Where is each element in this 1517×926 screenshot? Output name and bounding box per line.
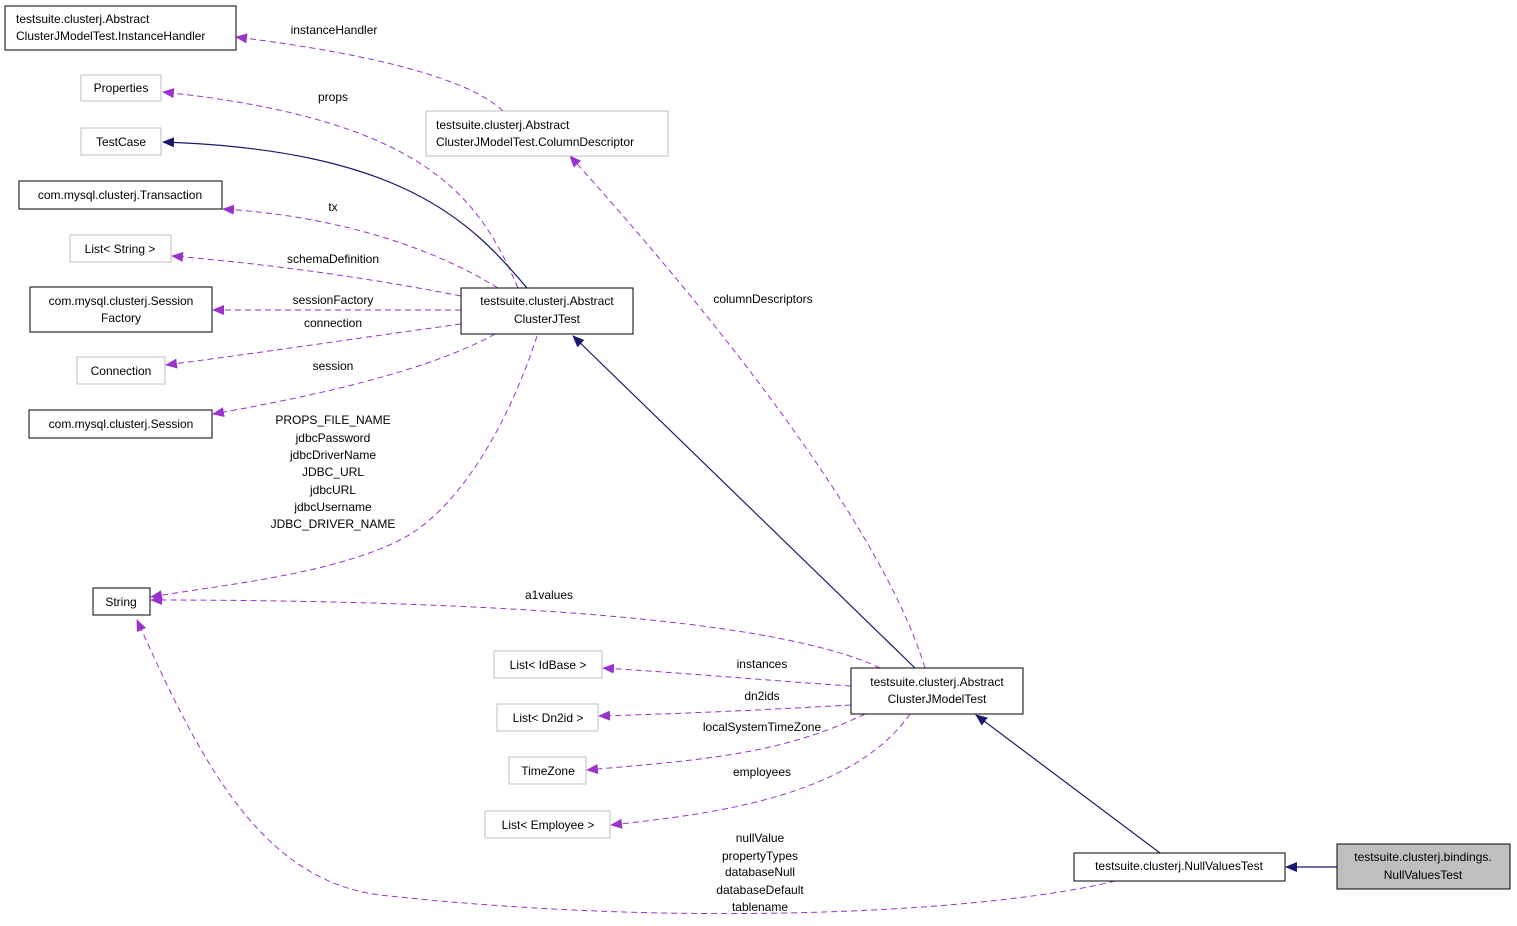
- edge-tx: [222, 204, 499, 289]
- edge-label-string-field: JDBC_URL: [302, 465, 364, 479]
- node-label: String: [105, 595, 136, 609]
- edge-null-values-fields: [136, 619, 1116, 915]
- edge-label-null-values-field: nullValue: [736, 831, 785, 845]
- node-label: List< IdBase >: [510, 658, 587, 672]
- edge-label-employees: employees: [733, 765, 791, 779]
- node-label: testsuite.clusterj.bindings.: [1354, 850, 1491, 864]
- node-timezone[interactable]: TimeZone: [508, 756, 587, 785]
- node-label: ClusterJModelTest.ColumnDescriptor: [436, 135, 634, 149]
- edge-column-descriptors: [569, 155, 926, 669]
- edge-instances: [602, 663, 852, 687]
- edge-label-tx: tx: [328, 200, 337, 214]
- node-properties[interactable]: Properties: [80, 74, 162, 102]
- node-label: testsuite.clusterj.Abstract: [870, 675, 1004, 689]
- node-label: TestCase: [96, 135, 146, 149]
- node-null-values-test[interactable]: testsuite.clusterj.NullValuesTest: [1073, 852, 1286, 882]
- node-label: List< Employee >: [502, 818, 595, 832]
- edge-label-schema-definition: schemaDefinition: [287, 252, 379, 266]
- node-abstract-clusterj-test[interactable]: testsuite.clusterj.Abstract ClusterJTest: [460, 287, 634, 335]
- edge-label-session-factory: sessionFactory: [293, 293, 374, 307]
- edge-label-string-field: jdbcDriverName: [289, 448, 376, 462]
- node-label: ClusterJTest: [514, 312, 581, 326]
- edge-label-props: props: [318, 90, 348, 104]
- node-label: Properties: [94, 81, 149, 95]
- edge-a1values: [150, 595, 881, 669]
- node-label: NullValuesTest: [1384, 868, 1463, 882]
- edge-session: [212, 333, 496, 417]
- edge-label-connection: connection: [304, 316, 362, 330]
- node-list-dn2id[interactable]: List< Dn2id >: [496, 703, 599, 732]
- edge-label-string-field: PROPS_FILE_NAME: [275, 413, 390, 427]
- edge-inherits-testcase: [162, 137, 528, 289]
- node-bindings-null-values-test[interactable]: testsuite.clusterj.bindings. NullValuesT…: [1336, 843, 1511, 890]
- node-connection[interactable]: Connection: [76, 356, 166, 385]
- edge-label-session: session: [313, 359, 354, 373]
- node-list-employee[interactable]: List< Employee >: [484, 810, 611, 839]
- node-label: testsuite.clusterj.Abstract: [436, 118, 570, 132]
- node-label: List< Dn2id >: [513, 711, 584, 725]
- node-label: testsuite.clusterj.Abstract: [16, 12, 150, 26]
- edge-label-a1values: a1values: [525, 588, 573, 602]
- node-transaction[interactable]: com.mysql.clusterj.Transaction: [18, 180, 223, 210]
- node-list-string[interactable]: List< String >: [69, 234, 172, 263]
- node-instance-handler[interactable]: testsuite.clusterj.Abstract ClusterJMode…: [4, 5, 237, 51]
- edge-instance-handler: [235, 33, 504, 112]
- node-label: com.mysql.clusterj.Session: [49, 294, 194, 308]
- edge-label-string-field: jdbcPassword: [295, 431, 371, 445]
- edge-label-string-field: jdbcUsername: [293, 500, 372, 514]
- edge-local-system-time-zone: [586, 713, 866, 775]
- node-label: ClusterJModelTest.InstanceHandler: [16, 29, 205, 43]
- node-abstract-model-test[interactable]: testsuite.clusterj.Abstract ClusterJMode…: [850, 667, 1024, 715]
- node-label: ClusterJModelTest: [888, 692, 987, 706]
- edge-connection: [165, 323, 462, 369]
- edge-inherits-abstract-clusterj-test: [572, 335, 916, 669]
- edge-props: [162, 88, 519, 289]
- edge-label-null-values-field: databaseNull: [725, 865, 795, 879]
- node-column-descriptor[interactable]: testsuite.clusterj.Abstract ClusterJMode…: [425, 110, 669, 157]
- node-label: com.mysql.clusterj.Transaction: [38, 188, 202, 202]
- edge-label-null-values-field: databaseDefault: [716, 883, 804, 897]
- node-list-idbase[interactable]: List< IdBase >: [493, 650, 603, 679]
- node-session-factory[interactable]: com.mysql.clusterj.Session Factory: [29, 286, 213, 333]
- edge-label-string-field: JDBC_DRIVER_NAME: [271, 517, 396, 531]
- edge-label-column-descriptors: columnDescriptors: [713, 292, 812, 306]
- node-label: Connection: [91, 364, 152, 378]
- edge-schema-definition: [171, 251, 462, 297]
- node-label: Factory: [101, 311, 141, 325]
- node-label: List< String >: [85, 242, 156, 256]
- edge-label-instances: instances: [737, 657, 788, 671]
- node-testcase[interactable]: TestCase: [80, 127, 162, 156]
- edge-label-string-field: jdbcURL: [309, 483, 356, 497]
- edge-label-dn2ids: dn2ids: [744, 689, 779, 703]
- edge-label-local-system-time-zone: localSystemTimeZone: [703, 720, 822, 734]
- edge-dn2ids: [598, 704, 852, 721]
- edge-label-null-values-field: propertyTypes: [722, 849, 798, 863]
- edge-inherits-abstract-model-test: [975, 714, 1161, 854]
- node-label: testsuite.clusterj.Abstract: [480, 294, 614, 308]
- edge-label-null-values-field: tablename: [732, 900, 788, 914]
- edge-string-fields: [150, 335, 538, 601]
- edge-employees: [610, 713, 911, 829]
- node-label: TimeZone: [521, 764, 575, 778]
- node-string[interactable]: String: [92, 587, 151, 616]
- edge-label-instance-handler: instanceHandler: [291, 23, 378, 37]
- node-label: com.mysql.clusterj.Session: [49, 417, 194, 431]
- node-label: testsuite.clusterj.NullValuesTest: [1095, 859, 1264, 873]
- node-session[interactable]: com.mysql.clusterj.Session: [28, 409, 213, 439]
